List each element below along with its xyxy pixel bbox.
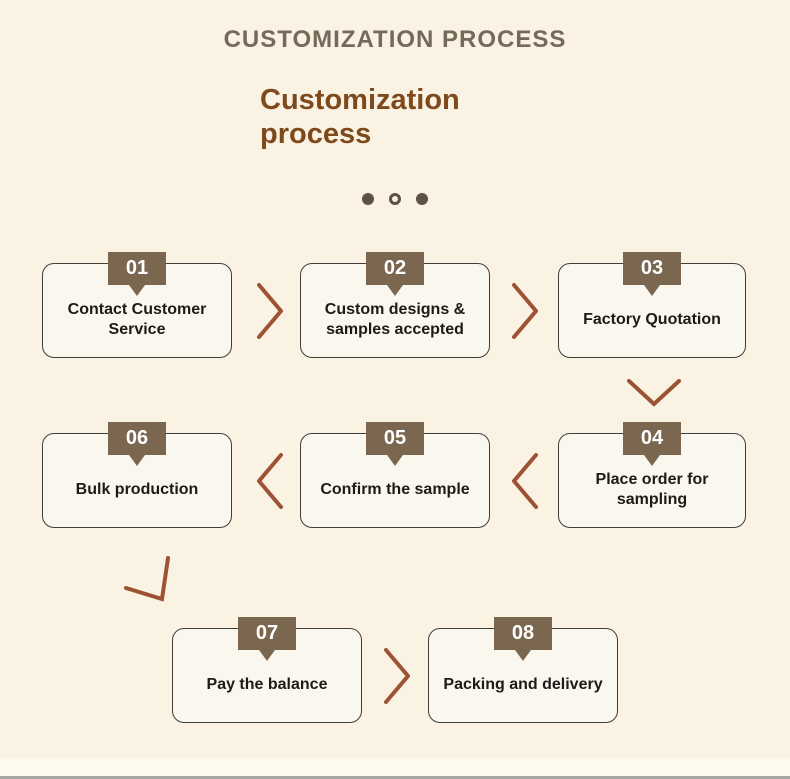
carousel-dot-3[interactable] [416, 193, 428, 205]
step-number-badge: 06 [108, 422, 166, 455]
step-label: Pay the balance [206, 675, 328, 693]
step-label: Confirm the sample [320, 480, 470, 498]
step-box-02: 02 Custom designs & samples accepted [300, 252, 490, 358]
step-number-badge: 05 [366, 422, 424, 455]
bottom-strip [0, 758, 790, 776]
step-number-badge: 04 [623, 422, 681, 455]
carousel-dot-1[interactable] [362, 193, 374, 205]
bottom-divider [0, 776, 790, 779]
step-number-badge: 02 [366, 252, 424, 285]
carousel-dots [0, 193, 790, 205]
chevron-left-icon [512, 453, 538, 509]
step-box-05: 05 Confirm the sample [300, 422, 490, 528]
step-label: Bulk production [75, 480, 199, 498]
chevron-right-icon [257, 283, 283, 339]
step-label: Custom designs & samples accepted [324, 300, 466, 338]
step-number-badge: 07 [238, 617, 296, 650]
page-title: Customization process [260, 84, 460, 150]
step-box-06: 06 Bulk production [42, 422, 232, 528]
step-label: Place order for sampling [595, 470, 709, 508]
carousel-dot-2[interactable] [389, 193, 401, 205]
step-label: Packing and delivery [443, 675, 603, 693]
step-number-badge: 03 [623, 252, 681, 285]
step-label: Factory Quotation [583, 310, 721, 328]
chevron-down-tilted-icon [124, 556, 170, 602]
step-box-07: 07 Pay the balance [172, 617, 362, 723]
step-number-badge: 08 [494, 617, 552, 650]
chevron-right-icon [512, 283, 538, 339]
step-box-03: 03 Factory Quotation [558, 252, 746, 358]
step-box-08: 08 Packing and delivery [428, 617, 618, 723]
chevron-right-icon [384, 648, 410, 704]
step-box-04: 04 Place order for sampling [558, 422, 746, 528]
step-number-badge: 01 [108, 252, 166, 285]
chevron-down-icon [627, 379, 681, 407]
chevron-left-icon [257, 453, 283, 509]
page-kicker: CUSTOMIZATION PROCESS [223, 26, 567, 53]
step-label: Contact Customer Service [67, 300, 207, 338]
step-box-01: 01 Contact Customer Service [42, 252, 232, 358]
